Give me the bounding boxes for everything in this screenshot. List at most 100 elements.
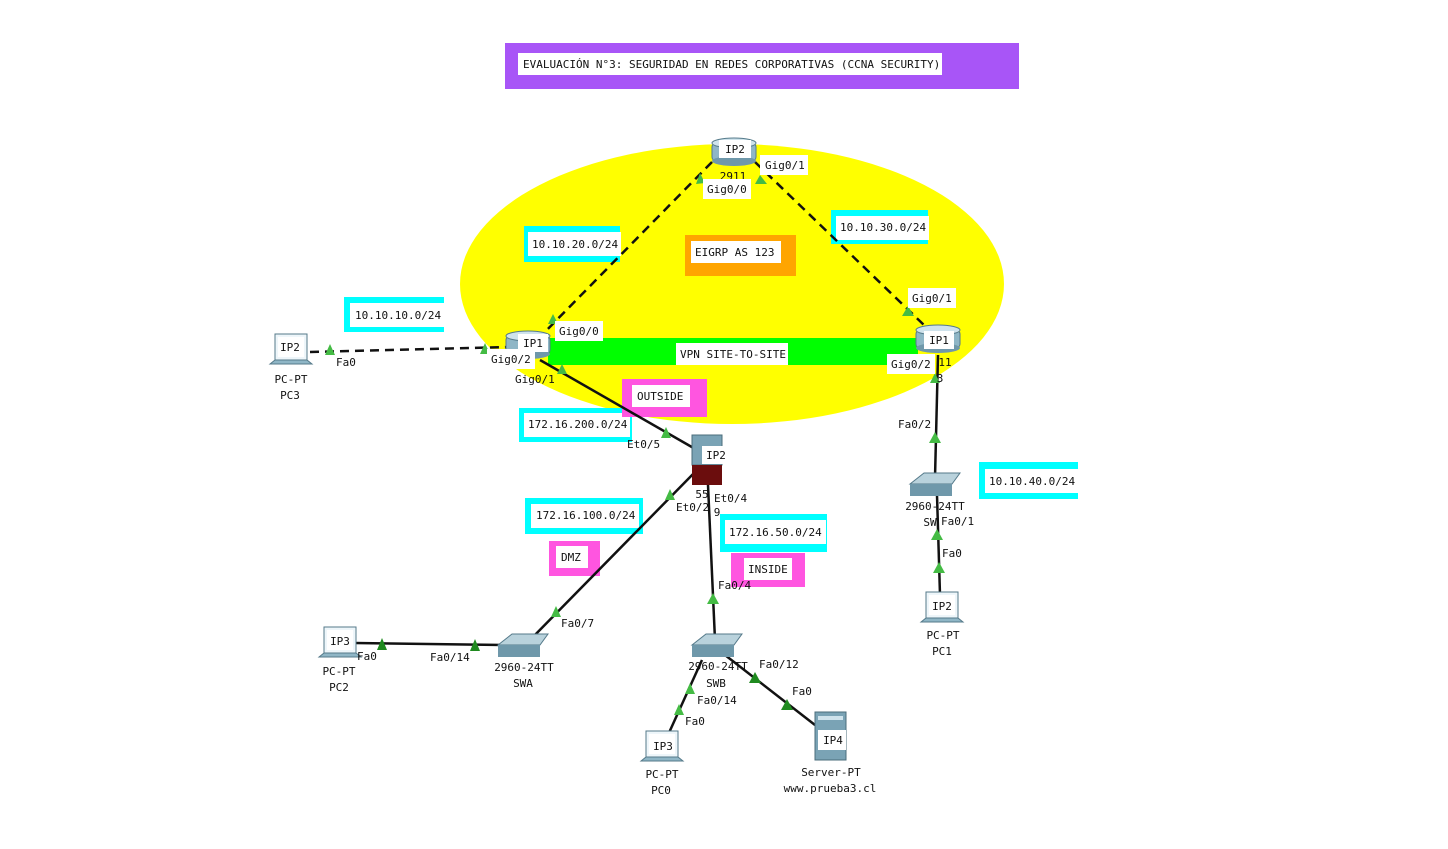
net-panel-50 [725, 520, 826, 544]
net-label-100: 172.16.100.0/24 [536, 509, 636, 522]
link-up-indicator [781, 699, 793, 710]
link-left-asa [539, 358, 698, 452]
device-name: PC1 [932, 645, 952, 658]
port-panel [487, 349, 535, 369]
device-model: PC-PT [322, 665, 355, 678]
tag-panel [518, 334, 548, 352]
link-top-left [536, 161, 713, 341]
router-top[interactable]: IP2 2911 [711, 137, 757, 183]
link-up-indicator [707, 593, 719, 604]
net-label-200: 172.16.200.0/24 [528, 418, 628, 431]
link-up-indicator [931, 529, 943, 540]
link-top-right [754, 161, 926, 327]
tag-panel [702, 446, 730, 464]
link-up-indicator [661, 427, 671, 438]
link-up-indicator [557, 364, 567, 374]
port-panel [760, 155, 808, 175]
link-up-indicator [696, 173, 705, 184]
link-up-indicator [551, 606, 561, 617]
port-label: Gig0/0 [559, 325, 599, 338]
link-up-indicator [674, 704, 684, 715]
device-model-fragment: 55 [695, 488, 708, 501]
eigrp-panel [691, 241, 781, 263]
port-label: Gig0/0 [707, 183, 747, 196]
link-swb-server [724, 654, 816, 726]
pc-pc2[interactable]: IP3 PC-PT PC2 [317, 626, 363, 694]
port-panel [555, 321, 603, 341]
port-label: Fa0 [792, 685, 812, 698]
device-model: PC-PT [645, 768, 678, 781]
port-label: Fa0/12 [759, 658, 799, 671]
router-right[interactable]: IP1 11 3 [915, 324, 961, 385]
net-label-30: 10.10.30.0/24 [840, 221, 926, 234]
net-label-40: 10.10.40.0/24 [989, 475, 1075, 488]
device-tag: IP2 [280, 341, 300, 354]
link-asa-swb [706, 484, 717, 641]
switch-right[interactable]: 2960-24TT SW [905, 472, 965, 529]
links [309, 161, 942, 736]
port-label: Fa0/7 [561, 617, 594, 630]
port-panel [703, 179, 751, 199]
link-swb-pc0 [666, 659, 704, 736]
net-label-20: 10.10.20.0/24 [532, 238, 618, 251]
net-label-10: 10.10.10.0/24 [355, 309, 441, 322]
link-swa-pc2 [354, 641, 504, 647]
pc-pc3[interactable]: IP2 PC-PT PC3 [268, 333, 314, 402]
outside-label: OUTSIDE [637, 390, 683, 403]
link-up-indicator [755, 175, 767, 184]
server-web[interactable]: IP4 Server-PT www.prueba3.cl [784, 711, 877, 795]
link-up-indicator [929, 432, 941, 443]
device-name: PC0 [651, 784, 671, 797]
port-label: Fa0 [357, 650, 377, 663]
port-label: Fa0/14 [430, 651, 470, 664]
link-up-indicator [749, 672, 761, 683]
device-tag: IP3 [653, 740, 673, 753]
device-model-fragment: 9 [714, 506, 721, 519]
link-up-indicator [377, 638, 387, 650]
link-indicators [325, 173, 945, 715]
device-tag: IP1 [523, 337, 543, 350]
device-model: Server-PT [801, 766, 861, 779]
port-label: Et0/4 [714, 492, 747, 505]
link-up-indicator [665, 489, 675, 500]
switch-swa[interactable]: 2960-24TT SWA [494, 633, 554, 690]
link-swc-pc1 [935, 494, 942, 596]
device-tag: IP2 [932, 600, 952, 613]
link-up-indicator [685, 683, 695, 694]
outside-panel [632, 385, 690, 407]
port-label: Gig0/1 [765, 159, 805, 172]
title-panel [518, 53, 942, 75]
port-label: Fa0/1 [941, 515, 974, 528]
net-panel-30 [836, 216, 929, 240]
device-name: www.prueba3.cl [784, 782, 877, 795]
device-name: PC3 [280, 389, 300, 402]
diagram-title: EVALUACIÓN N°3: SEGURIDAD EN REDES CORPO… [523, 58, 940, 71]
switch-swb[interactable]: 2960-24TT SWB [688, 633, 748, 690]
vpn-panel [676, 343, 788, 365]
device-model-fragment: 11 [938, 356, 951, 369]
switch-icon [908, 472, 961, 485]
port-label: Fa0/14 [697, 694, 737, 707]
vpn-label: VPN SITE-TO-SITE [680, 348, 786, 361]
net-panel-10 [350, 303, 444, 327]
eigrp-label: EIGRP AS 123 [695, 246, 774, 259]
link-up-indicator [930, 373, 940, 383]
dmz-label: DMZ [561, 551, 581, 564]
port-labels: Gig0/1 Gig0/0 Gig0/0 Gig0/2 Gig0/1 Gig0/… [336, 155, 974, 728]
asa-firewall[interactable]: IP2 55 9 [691, 434, 730, 519]
port-label: Gig0/2 [491, 353, 531, 366]
device-model: 2960-24TT [494, 661, 554, 674]
port-label: Gig0/2 [891, 358, 931, 371]
port-label: Fa0 [336, 356, 356, 369]
port-label: Fa0/2 [898, 418, 931, 431]
device-name: SWB [706, 677, 726, 690]
port-panel [908, 288, 956, 308]
port-label: Fa0/4 [718, 579, 751, 592]
switch-icon [690, 633, 743, 646]
link-indicators-dark [377, 638, 793, 710]
pc-pc1[interactable]: IP2 PC-PT PC1 [919, 591, 965, 658]
port-panel [887, 354, 935, 374]
pc-pc0[interactable]: IP3 PC-PT PC0 [639, 730, 685, 797]
port-label: Fa0 [685, 715, 705, 728]
